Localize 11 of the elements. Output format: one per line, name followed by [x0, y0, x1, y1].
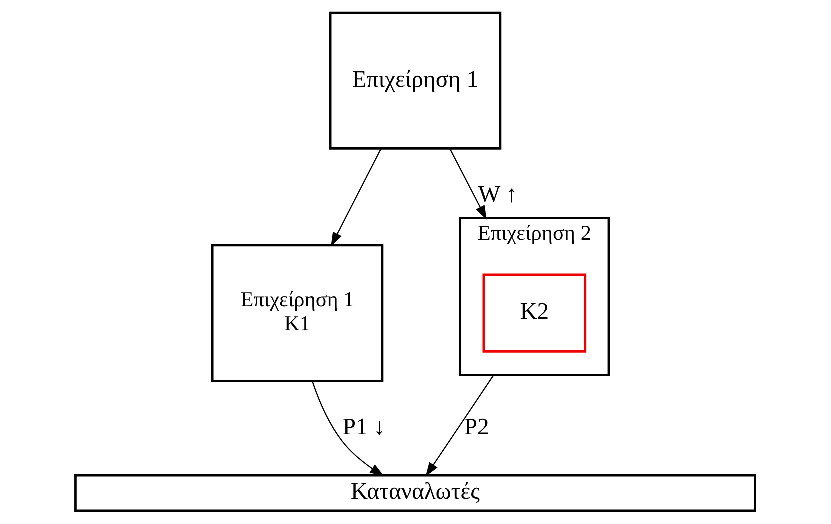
node-box: K2 [482, 274, 587, 353]
arrow [312, 381, 384, 476]
edge-label: W ↑ [478, 182, 518, 208]
node-box: Επιχείρηση 1 [329, 12, 502, 150]
node-box: Καταναλωτές [74, 474, 756, 512]
edge-label: P2 [464, 414, 490, 440]
arrow [450, 148, 487, 220]
edge-label: P1 ↓ [342, 414, 386, 440]
arrow [331, 148, 382, 247]
node-box: Επιχείρηση 1 K1 [211, 244, 384, 382]
arrow [426, 374, 494, 477]
